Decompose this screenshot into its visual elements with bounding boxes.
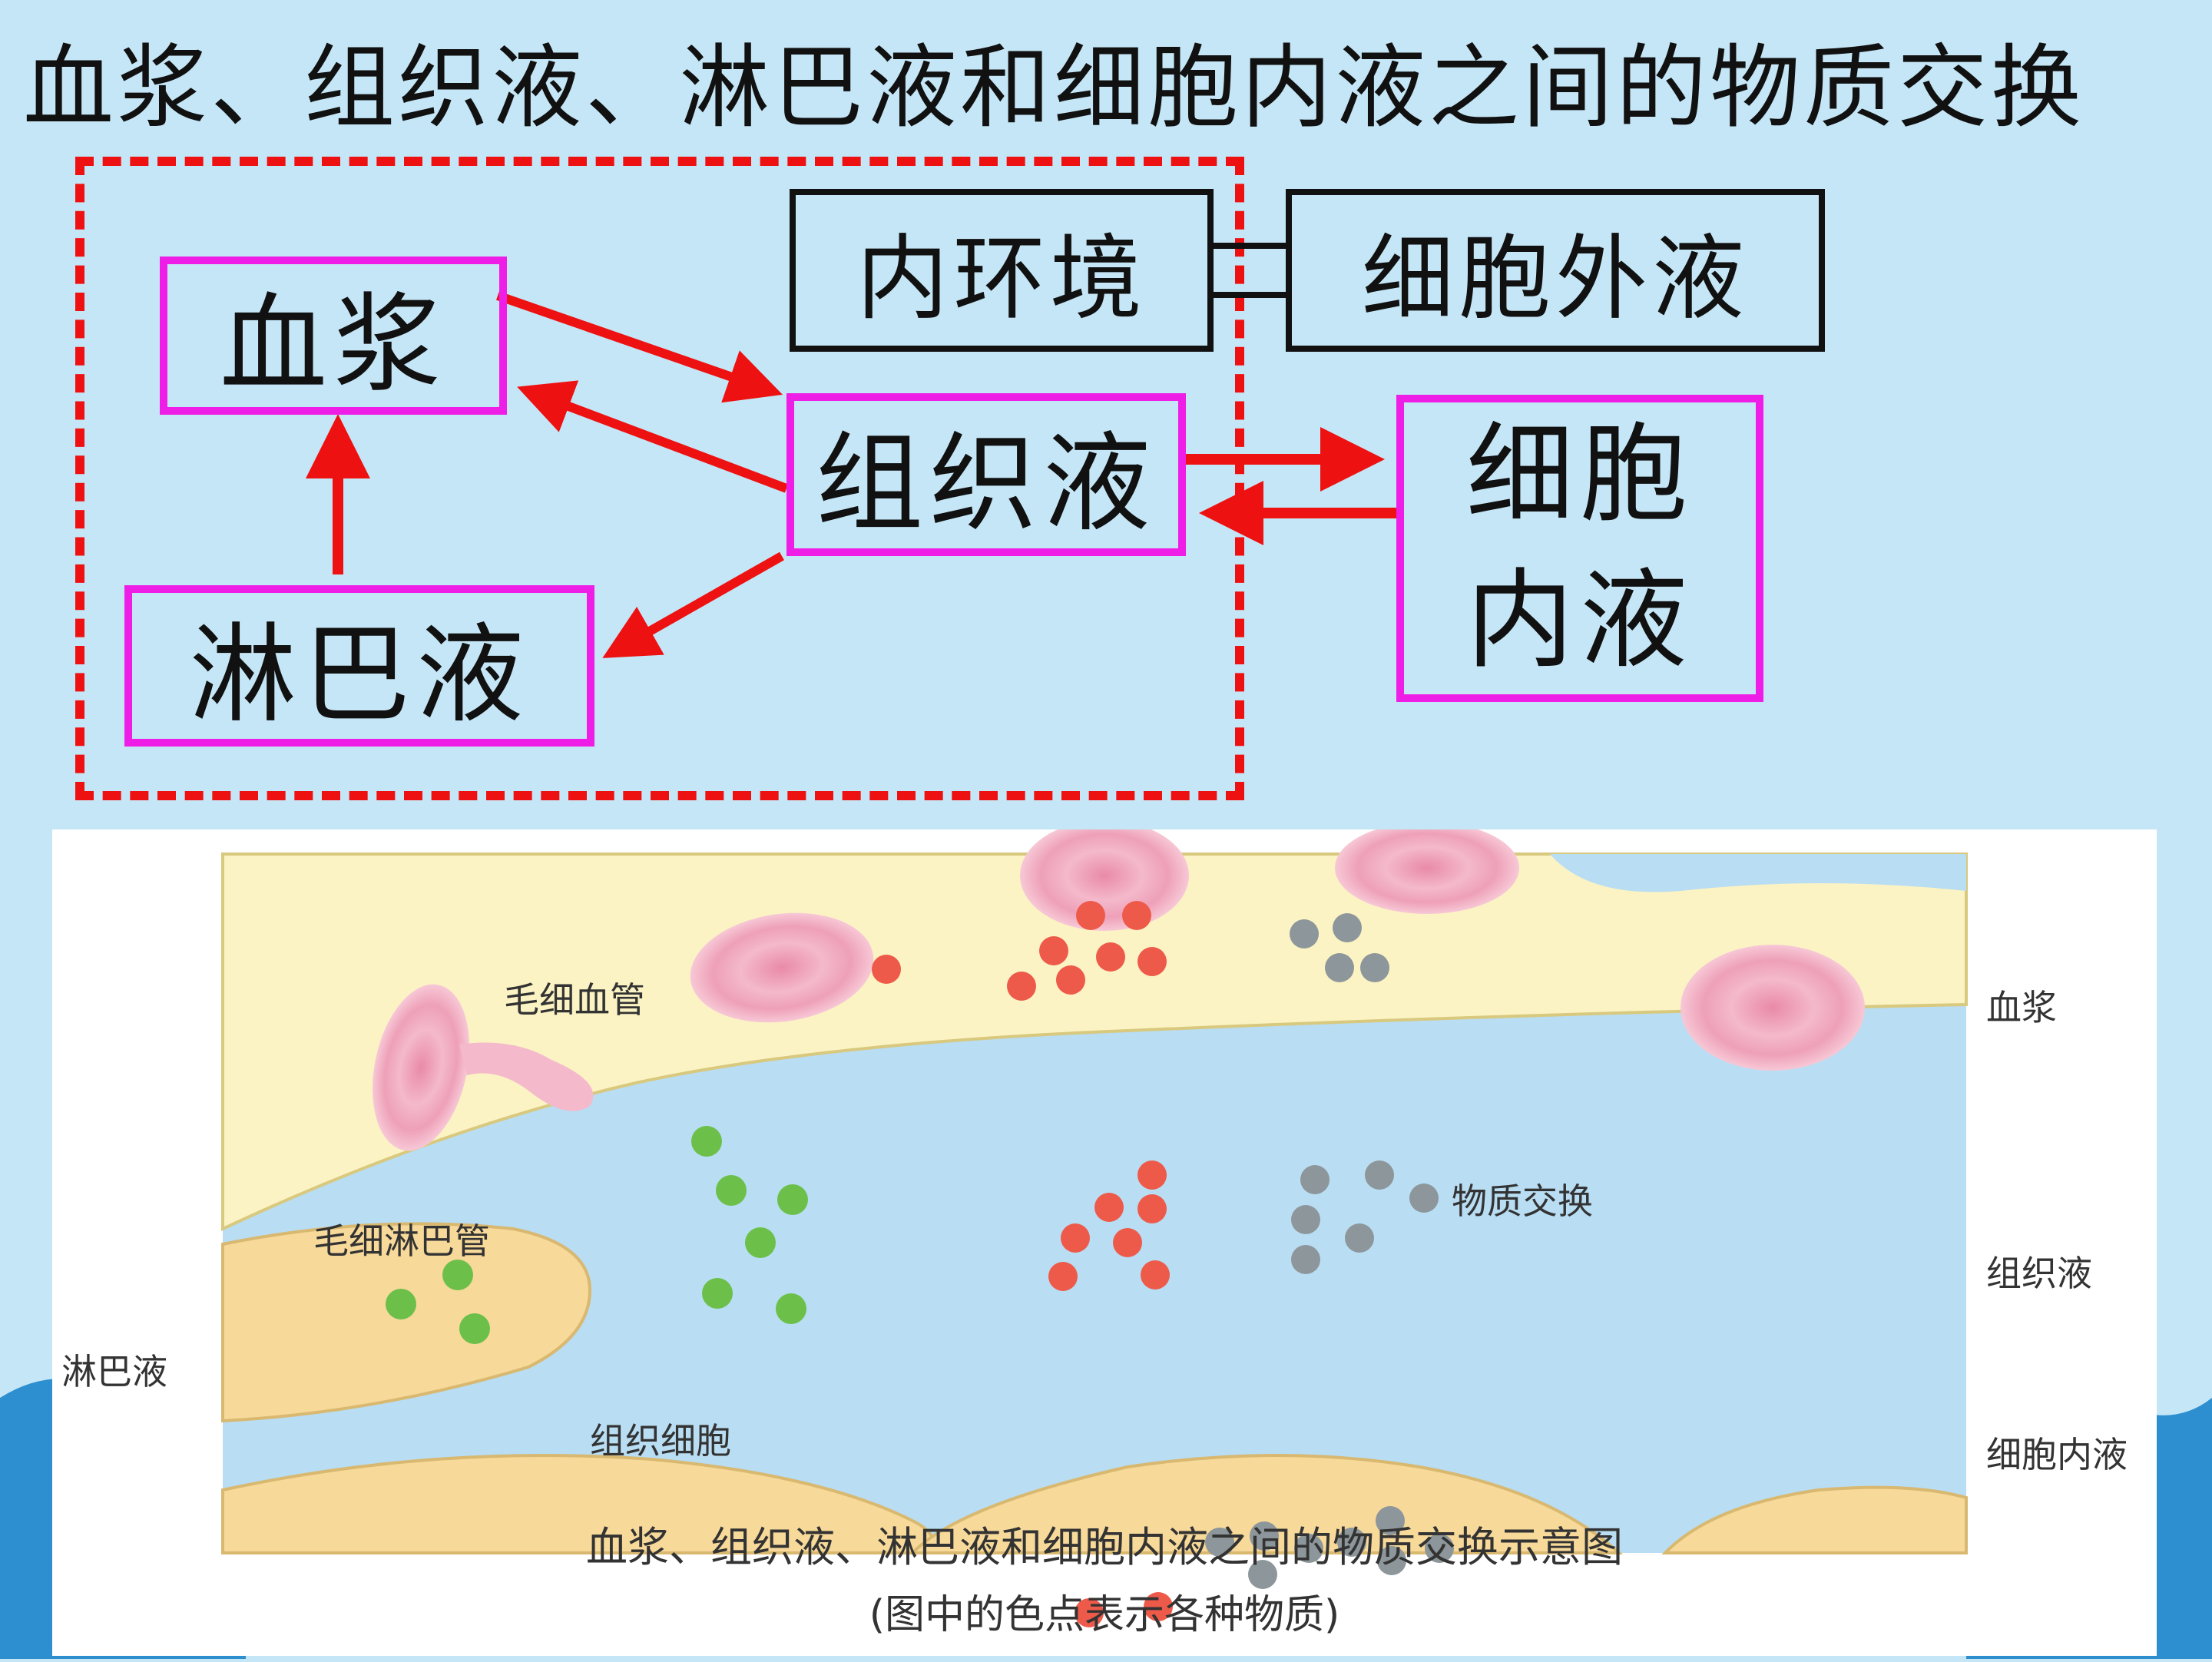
label-exchange: 物质交换: [1452, 1180, 1593, 1222]
flow-arrows: [306, 243, 1396, 658]
red-blood-cell: [690, 912, 874, 1023]
illustration-subcaption: (图中的色点表示各种物质): [869, 1592, 1340, 1638]
tissue-fluid-box: 组织液: [786, 393, 1186, 556]
label-lymph-capillary: 毛细淋巴管: [313, 1220, 490, 1262]
lymph-capillary: [221, 1222, 592, 1423]
intracellular-label-line1: 细胞: [1465, 412, 1694, 538]
green-dots: [386, 1126, 808, 1344]
red-blood-cell: [1681, 945, 1865, 1071]
label-intracellular: 细胞内液: [1986, 1434, 2128, 1475]
capillary-branch: [1550, 854, 1966, 892]
label-lymph: 淋巴液: [61, 1351, 167, 1392]
plasma-label: 血浆: [219, 283, 447, 408]
arrow-tissue-to-lymph: [602, 551, 784, 658]
label-capillary: 毛细血管: [504, 979, 645, 1021]
extracellular-fluid-label: 细胞外液: [1362, 226, 1749, 333]
label-tissue-cell: 组织细胞: [590, 1420, 731, 1462]
illustration-caption: 血浆、组织液、淋巴液和细胞内液之间的物质交换示意图: [586, 1523, 1623, 1571]
red-blood-cell: [459, 1042, 594, 1111]
red-dots: [872, 901, 1173, 1627]
label-tissue-fluid: 组织液: [1986, 1253, 2092, 1294]
tissue-cell-left: [221, 1454, 935, 1554]
internal-environment-frame: [75, 157, 1244, 800]
arrow-plasma-to-tissue: [496, 291, 783, 403]
tissue-fluid-label: 组织液: [815, 422, 1157, 547]
lymph-box: 淋巴液: [124, 585, 594, 747]
exchange-illustration: 毛细血管 毛细淋巴管 淋巴液 组织细胞 物质交换 血浆 组织液 细胞内液 血浆、…: [52, 829, 2157, 1656]
internal-environment-box: 内环境: [790, 189, 1214, 352]
intracellular-box: 细胞 内液: [1396, 395, 1763, 702]
plasma-box: 血浆: [160, 257, 507, 415]
red-blood-cell: [1335, 829, 1519, 914]
extracellular-fluid-box: 细胞外液: [1286, 189, 1825, 352]
tissue-cell-right: [1661, 1485, 1968, 1554]
arrow-tissue-to-plasma: [517, 380, 789, 493]
lymph-label: 淋巴液: [188, 613, 530, 738]
gray-dots: [1205, 913, 1454, 1589]
red-blood-cell: [373, 984, 469, 1151]
illustration-canvas: [221, 829, 1968, 1627]
tissue-cell-center: [909, 1454, 1624, 1554]
label-plasma: 血浆: [1986, 987, 2057, 1028]
page-title: 血浆、组织液、淋巴液和细胞内液之间的物质交换: [23, 35, 2085, 141]
capillary-vessel: [221, 853, 1968, 1232]
internal-environment-label: 内环境: [856, 226, 1147, 333]
intracellular-label-line2: 内液: [1465, 558, 1694, 684]
